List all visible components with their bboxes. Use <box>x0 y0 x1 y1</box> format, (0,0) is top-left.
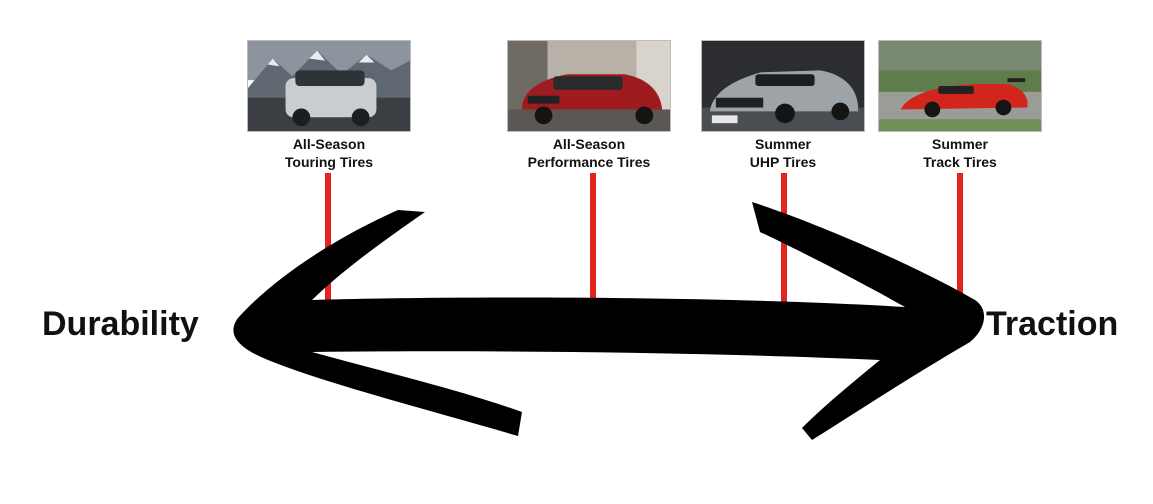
tier-uhp-line2: UHP Tires <box>749 154 817 170</box>
tier-touring-caption: All-Season Touring Tires <box>244 135 414 171</box>
tier-performance-caption: All-Season Performance Tires <box>504 135 674 171</box>
tier-touring-line2: Touring Tires <box>284 154 374 170</box>
tier-uhp: Summer UHP Tires <box>698 40 868 171</box>
tier-touring: All-Season Touring Tires <box>244 40 414 171</box>
tier-performance-line2: Performance Tires <box>527 154 651 170</box>
tier-touring-line1: All-Season <box>292 136 366 152</box>
marker-line-track <box>957 173 963 298</box>
suv-photo-icon <box>247 40 411 132</box>
tier-uhp-caption: Summer UHP Tires <box>698 135 868 171</box>
tier-track-line2: Track Tires <box>923 154 997 170</box>
marker-line-performance <box>590 173 596 313</box>
double-arrow-icon <box>233 202 985 440</box>
traction-label: Traction <box>986 305 1119 343</box>
tier-performance-line1: All-Season <box>552 136 626 152</box>
tier-track: Summer Track Tires <box>875 40 1045 171</box>
tier-uhp-line1: Summer <box>754 136 812 152</box>
sedan-photo-icon <box>507 40 671 132</box>
marker-line-touring <box>325 173 331 313</box>
race-car-photo-icon <box>878 40 1042 132</box>
tier-track-caption: Summer Track Tires <box>875 135 1045 171</box>
durability-label: Durability <box>42 305 199 343</box>
sports-car-photo-icon <box>701 40 865 132</box>
tier-track-line1: Summer <box>931 136 989 152</box>
tier-performance: All-Season Performance Tires <box>504 40 674 171</box>
